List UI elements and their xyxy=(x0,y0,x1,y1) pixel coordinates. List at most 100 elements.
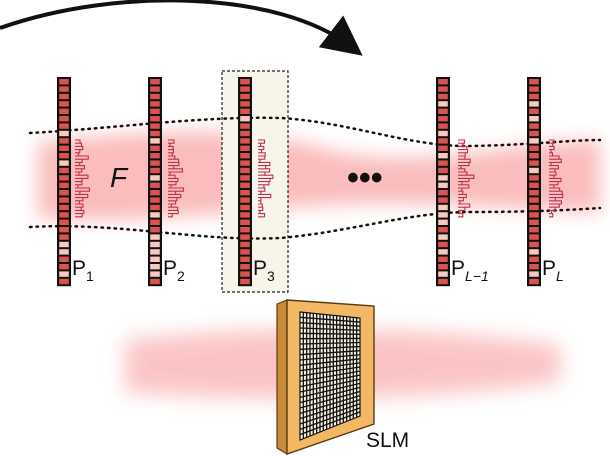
pixel xyxy=(438,234,448,240)
pixel xyxy=(59,153,69,159)
plane-l-label-base: P xyxy=(542,257,556,280)
plane-l-minus-1: PL−1 xyxy=(436,77,489,287)
pixel xyxy=(59,145,69,151)
pixel xyxy=(150,108,160,114)
pixel xyxy=(240,160,250,166)
plane-l: PL xyxy=(527,77,564,287)
pixel-column-border xyxy=(527,77,541,287)
slm-grid-line xyxy=(299,399,361,420)
pixel xyxy=(529,197,539,203)
plane-l-label-sub: L xyxy=(556,268,564,284)
pixel xyxy=(438,116,448,122)
pixel xyxy=(59,101,69,107)
pixel xyxy=(59,123,69,129)
plane-l-pixel-column xyxy=(527,77,541,287)
pixel xyxy=(150,278,160,285)
pixel xyxy=(529,249,539,255)
slm-grid-line xyxy=(299,403,361,425)
pixel xyxy=(240,138,250,144)
pixel xyxy=(59,190,69,196)
pixel xyxy=(438,182,448,188)
slm-frame-side xyxy=(276,299,288,456)
pixel xyxy=(59,182,69,188)
plane-2-label: P2 xyxy=(163,257,185,284)
pixel xyxy=(240,108,250,114)
pixel xyxy=(150,116,160,122)
pixel xyxy=(240,249,250,255)
slm-grid-line xyxy=(299,341,361,345)
pixel xyxy=(529,116,539,122)
pixel xyxy=(529,204,539,211)
pixel-column-border xyxy=(148,77,162,287)
pixel xyxy=(438,153,448,159)
slm-grid-line xyxy=(299,332,361,335)
slm-grid-line xyxy=(299,394,361,414)
pixel-column-border xyxy=(238,77,252,287)
pixel xyxy=(59,108,69,114)
slm-grid-line xyxy=(299,366,361,377)
ellipsis: ••• xyxy=(347,159,383,197)
plane-2: P2 xyxy=(148,77,185,287)
pixel xyxy=(59,93,69,100)
pixel xyxy=(529,167,539,174)
propagation-arrow xyxy=(0,0,363,56)
plane-1: P1 xyxy=(57,77,94,287)
pixel xyxy=(240,241,250,248)
pixel xyxy=(438,197,448,203)
pixel xyxy=(438,271,448,277)
pixel xyxy=(529,212,539,218)
pixel xyxy=(529,123,539,129)
pixel xyxy=(150,182,160,188)
pixel xyxy=(59,160,69,166)
pixel xyxy=(59,79,69,85)
pixel xyxy=(59,138,69,144)
pixel xyxy=(240,264,250,270)
plane-2-label-sub: 2 xyxy=(177,268,185,284)
plane-l-minus-1-label-sub: L−1 xyxy=(465,268,489,284)
slm-grid-line xyxy=(299,370,361,382)
pixel xyxy=(150,145,160,151)
plane-3-label: P3 xyxy=(253,257,275,284)
pixel xyxy=(529,182,539,188)
pixel xyxy=(240,227,250,233)
pixel xyxy=(150,256,160,262)
plane-3: P3 xyxy=(238,77,275,287)
pixel xyxy=(150,234,160,240)
pixel xyxy=(529,153,539,159)
pixel xyxy=(529,190,539,196)
pixel xyxy=(150,93,160,100)
pixel xyxy=(150,190,160,196)
slm-device xyxy=(276,299,375,456)
pixel xyxy=(150,264,160,270)
pixel xyxy=(150,204,160,211)
plane-3-label-sub: 3 xyxy=(267,268,275,284)
pixel xyxy=(240,278,250,285)
pixel xyxy=(438,130,448,137)
pixel xyxy=(438,138,448,144)
pixel xyxy=(150,219,160,225)
pixel xyxy=(240,101,250,107)
pixel xyxy=(59,197,69,203)
plane-1-label-sub: 1 xyxy=(86,268,94,284)
slm-grid-line xyxy=(299,358,361,366)
slm-grid-line xyxy=(299,411,361,436)
pixel xyxy=(438,160,448,166)
slm-pixel-grid xyxy=(299,311,361,441)
slm-grid-line xyxy=(299,378,361,393)
pixel xyxy=(438,264,448,270)
pixel xyxy=(59,227,69,233)
pixel xyxy=(438,212,448,218)
pixel xyxy=(438,256,448,262)
pixel-column-border xyxy=(436,77,450,287)
pixel xyxy=(59,264,69,270)
slm-grid-line xyxy=(299,345,361,350)
slm-grid-line xyxy=(299,350,361,356)
pixel xyxy=(150,197,160,203)
pixel xyxy=(529,160,539,166)
pixel xyxy=(59,130,69,137)
pixel xyxy=(240,197,250,203)
pixel xyxy=(59,241,69,248)
slm-grid-line xyxy=(299,386,361,404)
